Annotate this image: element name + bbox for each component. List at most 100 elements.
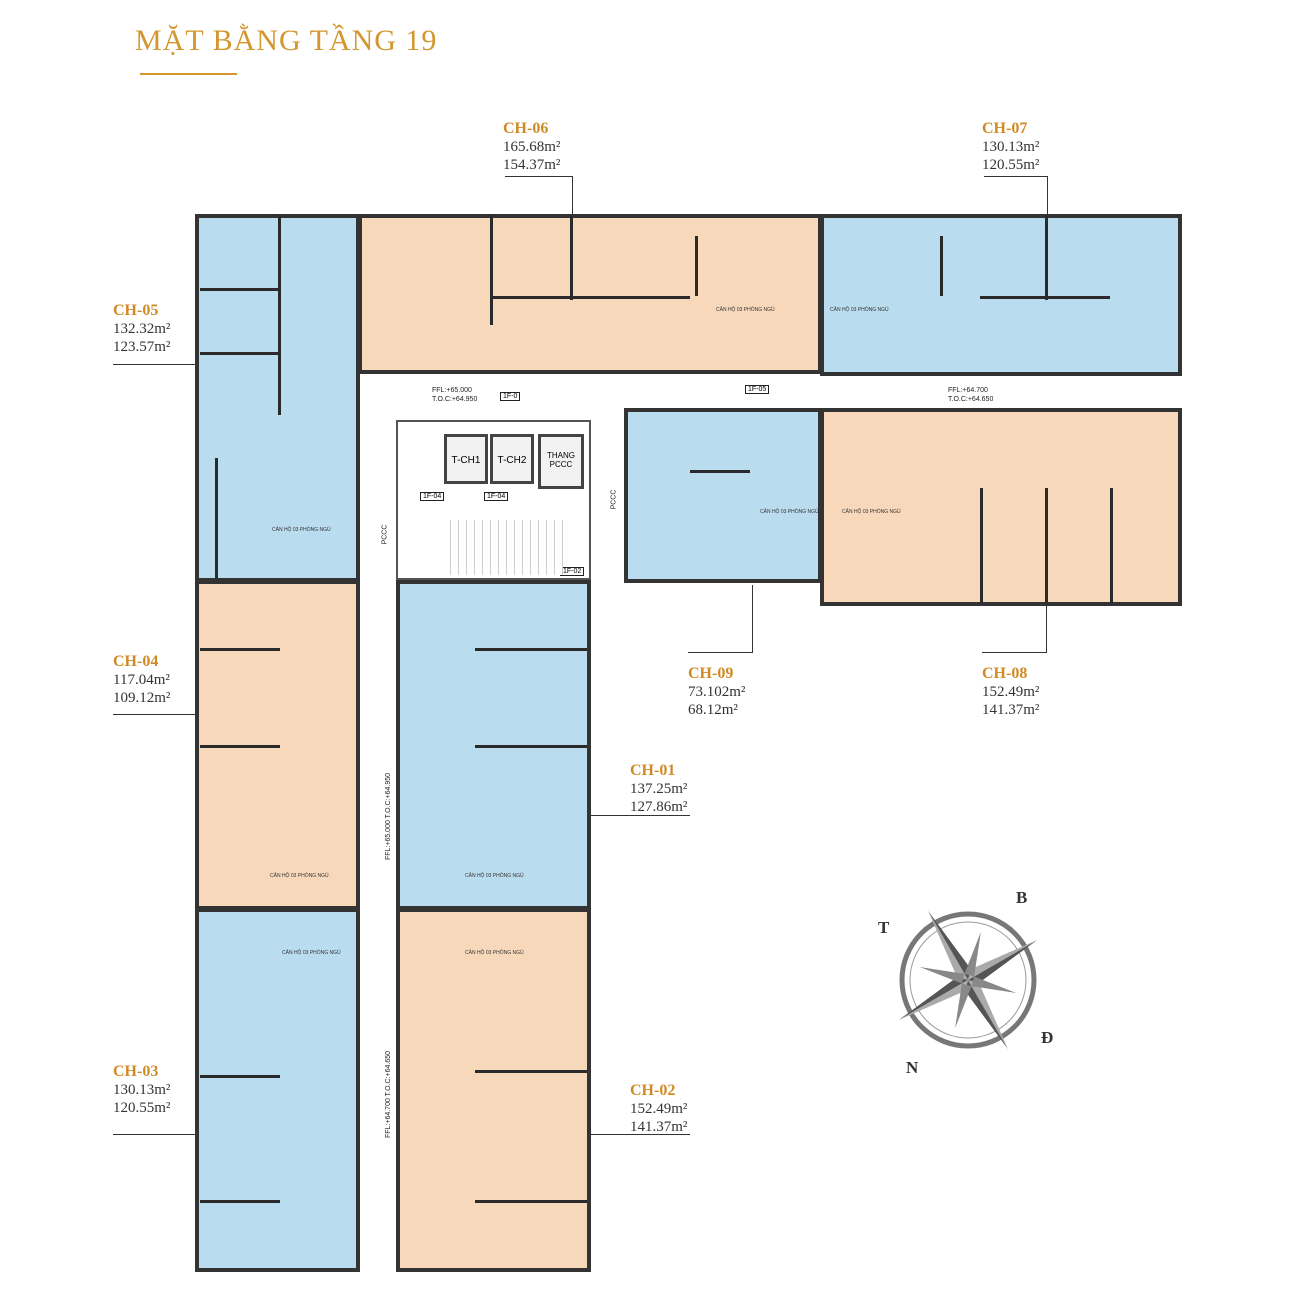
interior-wall <box>1045 488 1048 603</box>
unit-area: 132.32m² <box>113 321 171 337</box>
tag-1f0: 1F-0 <box>500 392 521 401</box>
leader-line <box>688 652 753 653</box>
unit-ch06[interactable] <box>358 214 822 374</box>
room-label: CĂN HỘ 03 PHÒNG NGỦ <box>842 509 901 515</box>
room-label: CĂN HỘ 03 PHÒNG NGỦ <box>716 307 775 313</box>
stair-core: T-CH1 T-CH2 THANG PCCC 1F-04 1F-04 1F-02 <box>396 420 591 580</box>
unit-code: CH-04 <box>113 653 159 670</box>
unit-label-ch02: CH-02 152.49m² 141.37m² <box>630 1082 687 1136</box>
leader-line <box>984 176 1048 177</box>
level-ffl-b-vertical: FFL:+64.700 T.O.C:+64.650 <box>384 1051 393 1138</box>
level-ffl-a: FFL:+65.000 <box>432 387 472 394</box>
interior-wall <box>1110 488 1113 603</box>
room-label: CĂN HỘ 03 PHÒNG NGỦ <box>830 307 889 313</box>
compass-east: Đ <box>1041 1028 1054 1047</box>
unit-area: 123.57m² <box>113 339 171 355</box>
interior-wall <box>980 488 983 603</box>
elevator-t-ch1: T-CH1 <box>444 434 488 484</box>
interior-wall <box>980 296 1110 299</box>
unit-code: CH-08 <box>982 665 1028 682</box>
leader-line <box>113 714 197 715</box>
unit-ch05[interactable] <box>195 214 360 582</box>
leader-line <box>752 585 753 653</box>
room-label: CĂN HỘ 03 PHÒNG NGỦ <box>760 509 819 515</box>
fire-elevator: THANG PCCC <box>538 434 584 489</box>
leader-line <box>505 176 573 177</box>
interior-wall <box>200 352 280 355</box>
level-text: T.O.C:+64.650 <box>385 1050 393 1097</box>
unit-area: 137.25m² <box>630 781 688 797</box>
unit-label-ch07: CH-07 130.13m² 120.55m² <box>982 120 1039 174</box>
leader-line <box>1047 176 1048 216</box>
interior-wall <box>570 215 573 300</box>
interior-wall <box>200 1075 280 1078</box>
unit-label-ch01: CH-01 137.25m² 127.86m² <box>630 762 687 816</box>
unit-ch07[interactable] <box>820 214 1182 376</box>
pccc-label: PCCC <box>610 489 618 510</box>
interior-wall <box>200 1200 280 1203</box>
level-text: FFL:+64.700 <box>385 1098 393 1139</box>
interior-wall <box>475 648 587 651</box>
tag-1f04: 1F-04 <box>484 492 509 501</box>
interior-wall <box>475 1070 587 1073</box>
unit-ch03[interactable] <box>195 908 360 1272</box>
unit-code: CH-01 <box>630 762 676 779</box>
level-toc-b: T.O.C:+64.650 <box>948 396 994 403</box>
page-title: MẶT BẰNG TẦNG 19 <box>135 24 438 57</box>
compass-north: B <box>1016 888 1028 907</box>
unit-area: 120.55m² <box>113 1100 171 1116</box>
leader-line <box>1046 605 1047 653</box>
unit-area: 165.68m² <box>503 139 561 155</box>
unit-ch09[interactable] <box>624 408 822 583</box>
unit-ch08[interactable] <box>820 408 1182 606</box>
unit-code: CH-02 <box>630 1082 676 1099</box>
elevator-t-ch2: T-CH2 <box>490 434 534 484</box>
room-label: CĂN HỘ 03 PHÒNG NGỦ <box>282 950 341 956</box>
interior-wall <box>475 1200 587 1203</box>
interior-wall <box>490 215 493 325</box>
unit-code: CH-05 <box>113 302 159 319</box>
leader-line <box>590 815 690 816</box>
interior-wall <box>215 458 218 578</box>
unit-area: 68.12m² <box>688 702 738 718</box>
unit-area: 109.12m² <box>113 690 171 706</box>
level-text: FFL:+65.000 <box>385 820 393 861</box>
room-label: CĂN HỘ 03 PHÒNG NGỦ <box>272 527 331 533</box>
unit-area: 117.04m² <box>113 672 170 688</box>
unit-area: 130.13m² <box>113 1082 171 1098</box>
interior-wall <box>690 470 750 473</box>
unit-area: 152.49m² <box>630 1101 688 1117</box>
pccc-label: PCCC <box>381 524 389 545</box>
leader-line <box>982 652 1047 653</box>
interior-wall <box>278 215 281 415</box>
title-underline <box>140 73 237 75</box>
leader-line <box>572 176 573 216</box>
tag-1f02: 1F-02 <box>560 567 585 576</box>
interior-wall <box>695 236 698 296</box>
unit-area: 130.13m² <box>982 139 1040 155</box>
tag-1f04: 1F-04 <box>420 492 445 501</box>
compass-south: N <box>906 1058 919 1077</box>
unit-label-ch04: CH-04 117.04m² 109.12m² <box>113 653 170 707</box>
unit-ch02[interactable] <box>396 908 591 1272</box>
room-label: CĂN HỘ 03 PHÒNG NGỦ <box>270 873 329 879</box>
leader-line <box>590 1134 690 1135</box>
unit-area: 120.55m² <box>982 157 1040 173</box>
interior-wall <box>475 745 587 748</box>
unit-area: 127.86m² <box>630 799 688 815</box>
unit-code: CH-07 <box>982 120 1028 137</box>
unit-area: 141.37m² <box>630 1119 688 1135</box>
interior-wall <box>200 288 280 291</box>
compass-west: T <box>878 918 890 937</box>
leader-line <box>113 1134 197 1135</box>
level-toc-a: T.O.C:+64.950 <box>432 396 478 403</box>
unit-label-ch05: CH-05 132.32m² 123.57m² <box>113 302 170 356</box>
room-label: CĂN HỘ 03 PHÒNG NGỦ <box>465 873 524 879</box>
tag-1f05: 1F-05 <box>745 385 770 394</box>
level-ffl-a-vertical: FFL:+65.000 T.O.C:+64.950 <box>384 773 393 860</box>
staircase <box>443 520 563 575</box>
